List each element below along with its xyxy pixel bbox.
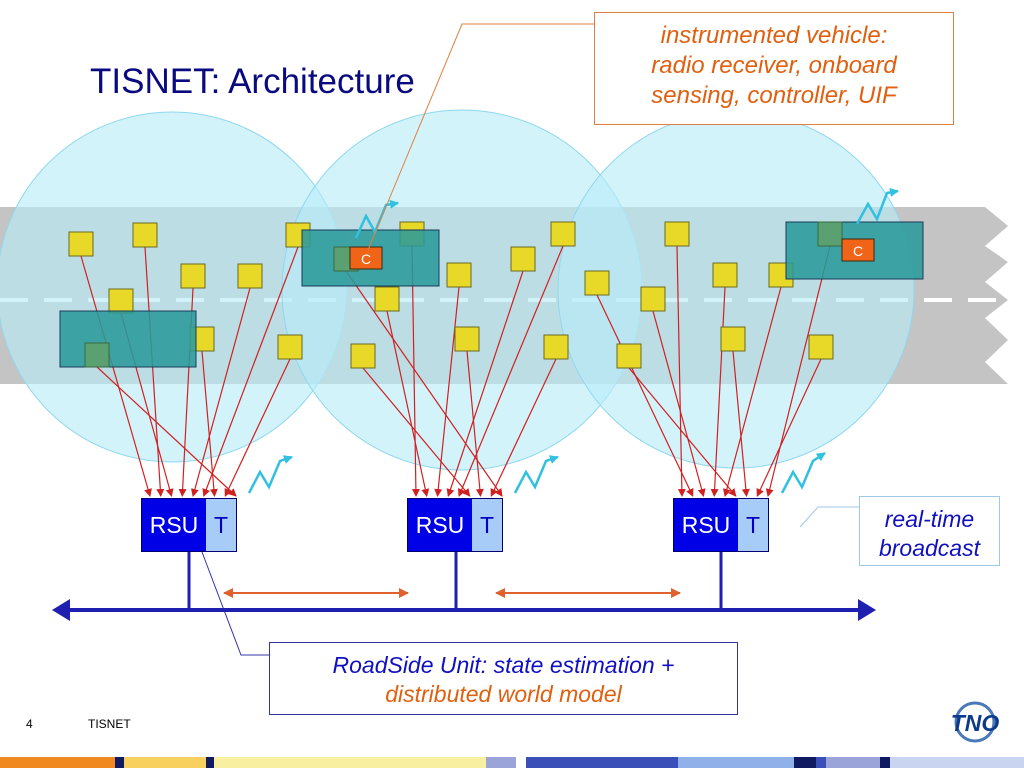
sensor xyxy=(374,286,400,312)
callout-line: broadcast xyxy=(878,534,980,561)
footer-text: TISNET xyxy=(88,717,131,731)
footer-stripe xyxy=(0,757,1024,768)
coverage-areas xyxy=(0,109,915,471)
sensor xyxy=(108,288,134,314)
sensor-link-line xyxy=(411,245,420,497)
realtime-broadcast-callout: real-time broadcast xyxy=(859,496,1000,566)
sensor xyxy=(84,342,110,368)
callout-line: real-time xyxy=(884,506,975,532)
sensor xyxy=(446,262,472,288)
sensor xyxy=(350,343,376,369)
sensor-link-line xyxy=(596,294,694,497)
sensor xyxy=(808,334,834,360)
roadside-callout-leader xyxy=(201,551,269,656)
sensor xyxy=(584,270,610,296)
callout-line: sensing, controller, UIF xyxy=(651,81,897,109)
rsu-label: RSU xyxy=(149,512,199,538)
callout-line: RoadSide Unit: state estimation + xyxy=(332,652,675,678)
sensor-link-line xyxy=(362,367,471,497)
sensor xyxy=(664,221,690,247)
coverage-circle-3 xyxy=(557,111,915,469)
radio-wave-icon xyxy=(780,451,826,494)
transmitter-label: T xyxy=(206,499,236,551)
radio-waves xyxy=(247,188,899,494)
sensor xyxy=(543,334,569,360)
vehicles: C C xyxy=(59,221,924,368)
sensor-link-line xyxy=(765,245,831,497)
sensor xyxy=(132,222,158,248)
sensor-link-line xyxy=(722,286,782,497)
sensor xyxy=(454,326,480,352)
sensor-link-line xyxy=(224,358,291,497)
sensor-link-line xyxy=(345,270,503,497)
sensor-link-line xyxy=(201,350,218,497)
rsu-label: RSU xyxy=(415,512,465,538)
controller-label-2: C xyxy=(853,243,863,259)
sensor-link-line xyxy=(144,246,165,497)
radio-wave-icon xyxy=(855,188,899,225)
controller-box-2 xyxy=(841,238,875,262)
sensor xyxy=(237,263,263,289)
rsu-label: RSU xyxy=(681,512,731,538)
rsu-unit-2: RSU T xyxy=(407,498,503,552)
sensor xyxy=(277,334,303,360)
network-bus xyxy=(52,552,876,621)
radio-wave-icon xyxy=(513,455,559,494)
sensor xyxy=(550,221,576,247)
sensor xyxy=(640,286,666,312)
sensor xyxy=(68,231,94,257)
sensor-link-line xyxy=(446,270,524,497)
tno-logo: TNO xyxy=(951,701,1000,743)
rsu-unit-3: RSU T xyxy=(673,498,769,552)
tno-logo-text: TNO xyxy=(951,710,1000,736)
sensor-link-line xyxy=(96,366,237,497)
rsu-unit-1: RSU T xyxy=(141,498,237,552)
roadside-unit-callout: RoadSide Unit: state estimation + distri… xyxy=(269,642,738,715)
vehicle-left xyxy=(59,310,197,368)
sensor-link-line xyxy=(386,310,430,497)
sensor xyxy=(817,221,843,247)
bus-arrowhead-left xyxy=(52,599,70,621)
radio-wave-icon xyxy=(247,455,293,494)
realtime-callout-leader xyxy=(799,506,859,528)
bus-arrowhead-right xyxy=(858,599,876,621)
sensor-link-line xyxy=(676,245,686,497)
transmitter-label: T xyxy=(472,499,502,551)
sensor-link-line xyxy=(80,255,152,497)
sensor-link-line xyxy=(466,350,484,497)
tno-logo-ring xyxy=(954,701,996,743)
page-number: 4 xyxy=(26,717,33,731)
callout-line: distributed world model xyxy=(385,680,622,707)
sensor xyxy=(720,326,746,352)
controller-label-1: C xyxy=(361,251,371,267)
sensor-link-line xyxy=(190,287,251,497)
sensor xyxy=(712,262,738,288)
sensors xyxy=(68,221,834,369)
sensor-link-line xyxy=(710,286,726,497)
sensor-link-line xyxy=(628,367,737,497)
callout-line: radio receiver, onboard xyxy=(651,51,897,79)
slide-title: TISNET: Architecture xyxy=(90,62,415,101)
sensor-link-line xyxy=(652,310,706,497)
sensor-link-line xyxy=(756,358,822,497)
callout-line: instrumented vehicle: xyxy=(660,22,888,49)
sensor xyxy=(510,246,536,272)
sensor xyxy=(616,343,642,369)
transmitter-label: T xyxy=(738,499,768,551)
sensor-link-line xyxy=(490,358,557,497)
instrumented-vehicle-callout: instrumented vehicle: radio receiver, on… xyxy=(594,12,954,125)
vehicle-callout-leader xyxy=(367,23,594,251)
controller-box-1 xyxy=(349,246,383,270)
sensor-link-line xyxy=(732,350,750,497)
sensor xyxy=(180,263,206,289)
sensor-link-line xyxy=(202,246,299,497)
